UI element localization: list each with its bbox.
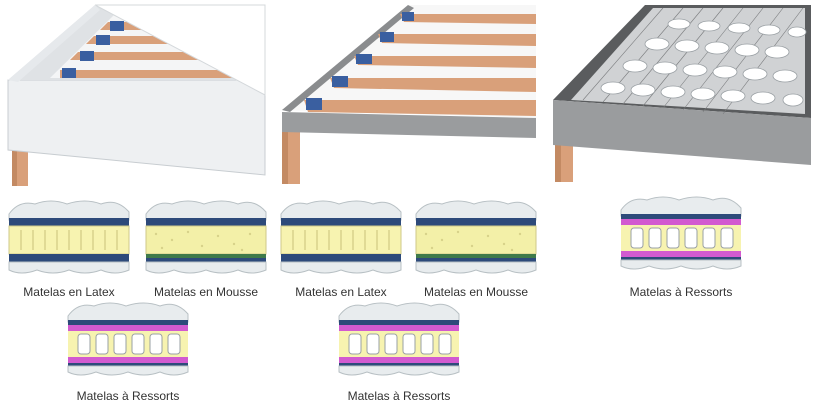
caption-latex: Matelas en Latex xyxy=(23,285,115,299)
caption-latex: Matelas en Latex xyxy=(295,285,387,299)
bed-base-slatted xyxy=(282,5,536,184)
mattress-ressorts xyxy=(67,302,189,376)
bed-base-springs xyxy=(553,5,811,182)
caption-mousse: Matelas en Mousse xyxy=(153,285,259,299)
mattress-ressorts xyxy=(620,196,742,270)
caption-ressorts: Matelas à Ressorts xyxy=(629,285,733,299)
mattress-latex xyxy=(280,200,402,274)
mattress-mousse xyxy=(145,200,267,274)
bed-base-covered xyxy=(7,4,266,186)
mattress-ressorts xyxy=(338,302,460,376)
caption-mousse: Matelas en Mousse xyxy=(423,285,529,299)
caption-ressorts: Matelas à Ressorts xyxy=(347,389,451,403)
mattress-mousse xyxy=(415,200,537,274)
caption-ressorts: Matelas à Ressorts xyxy=(76,389,180,403)
mattress-latex xyxy=(8,200,130,274)
